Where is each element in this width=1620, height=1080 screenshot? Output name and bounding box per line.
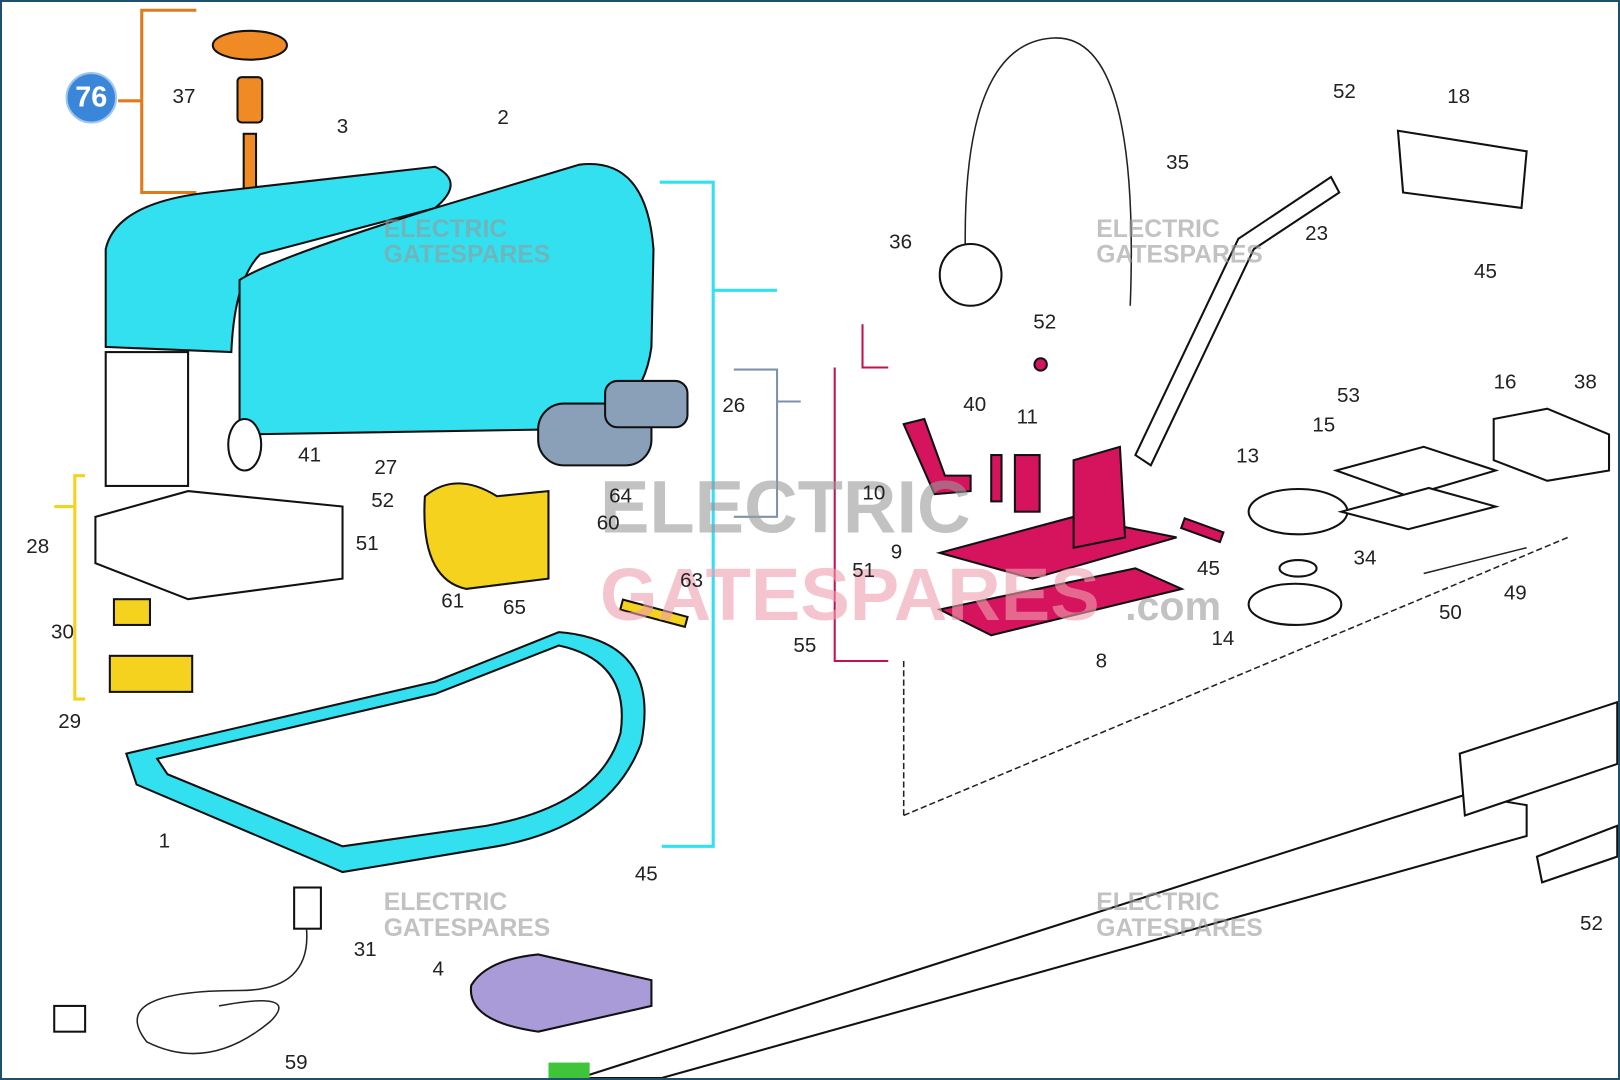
part-label[interactable]: 26 [722, 394, 745, 417]
part-label[interactable]: 13 [1236, 445, 1259, 468]
part-labels: 37 3 2 35 36 52 18 23 45 52 26 41 27 52 … [26, 80, 1603, 1074]
door-arm [1134, 129, 1528, 467]
part-label[interactable]: 30 [51, 621, 74, 644]
kit-badge-number: 76 [75, 81, 107, 113]
part-label[interactable]: 4 [433, 957, 444, 980]
rail [548, 536, 1618, 1078]
release-cord [938, 37, 1133, 307]
part-label[interactable]: 11 [1017, 405, 1038, 428]
kit-76: 76 [65, 8, 288, 209]
part-label[interactable]: 10 [862, 482, 885, 505]
part-label[interactable]: 18 [1447, 85, 1470, 108]
part-label[interactable]: 36 [889, 230, 912, 253]
part-label[interactable]: 14 [1211, 627, 1234, 650]
watermark-line2: GATESPARES [600, 553, 1100, 636]
part-label[interactable]: 50 [1439, 601, 1462, 624]
part-label[interactable]: 55 [793, 634, 816, 657]
watermark: ELECTRIC GATESPARES ELECTRIC GATESPARES … [384, 216, 1263, 942]
part-label[interactable]: 41 [298, 444, 321, 467]
part-label[interactable]: 53 [1337, 384, 1360, 407]
power-cord [53, 886, 322, 1055]
part-label[interactable]: 45 [1197, 557, 1220, 580]
part-label[interactable]: 38 [1574, 370, 1597, 393]
part-label[interactable]: 59 [285, 1051, 308, 1074]
motor-assembly [423, 368, 801, 629]
watermark-line2: GATESPARES [384, 915, 551, 942]
watermark-line1: ELECTRIC [1096, 216, 1220, 243]
part-label[interactable]: 8 [1096, 649, 1107, 672]
part-label[interactable]: 31 [354, 938, 377, 961]
part-label[interactable]: 61 [441, 590, 464, 613]
part-label[interactable]: 34 [1354, 546, 1377, 569]
part-label[interactable]: 1 [159, 830, 170, 853]
electronics [54, 351, 344, 701]
watermark-line1: ELECTRIC [384, 889, 508, 916]
part-label[interactable]: 63 [680, 569, 703, 592]
watermark-line2: GATESPARES [1096, 242, 1263, 269]
watermark-suffix: .com [1125, 583, 1221, 629]
carriage-assembly [833, 324, 1225, 663]
part-label[interactable]: 29 [58, 710, 81, 733]
part-label[interactable]: 27 [374, 456, 397, 479]
part-label[interactable]: 40 [963, 393, 986, 416]
watermark-line1: ELECTRIC [384, 216, 508, 243]
drive-plate [469, 953, 653, 1033]
part-label[interactable]: 52 [1333, 80, 1356, 103]
part-label[interactable]: 35 [1166, 151, 1189, 174]
part-label[interactable]: 52 [1580, 912, 1603, 935]
part-label[interactable]: 9 [891, 540, 902, 563]
pulley-assembly [1247, 407, 1611, 626]
watermark-line2: GATESPARES [1096, 915, 1263, 942]
part-label[interactable]: 15 [1312, 414, 1335, 437]
base-plate [124, 631, 646, 874]
watermark-line2: GATESPARES [384, 242, 551, 269]
watermark-line1: ELECTRIC [600, 465, 971, 548]
part-label[interactable]: 52 [371, 489, 394, 512]
part-label[interactable]: 2 [497, 106, 508, 129]
part-label[interactable]: 16 [1494, 370, 1517, 393]
part-label[interactable]: 49 [1504, 581, 1527, 604]
part-label[interactable]: 28 [26, 535, 49, 558]
part-label[interactable]: 64 [609, 485, 632, 508]
part-label[interactable]: 37 [173, 85, 196, 108]
watermark-line1: ELECTRIC [1096, 889, 1220, 916]
part-label[interactable]: 51 [356, 532, 379, 555]
part-label[interactable]: 51 [852, 559, 875, 582]
part-label[interactable]: 65 [503, 596, 526, 619]
part-label[interactable]: 45 [635, 863, 658, 886]
part-label[interactable]: 52 [1033, 311, 1056, 334]
kit-badge[interactable] [65, 72, 118, 124]
part-label[interactable]: 23 [1305, 222, 1328, 245]
part-label[interactable]: 3 [337, 115, 348, 138]
part-label[interactable]: 60 [597, 511, 620, 534]
part-label[interactable]: 45 [1474, 260, 1497, 283]
